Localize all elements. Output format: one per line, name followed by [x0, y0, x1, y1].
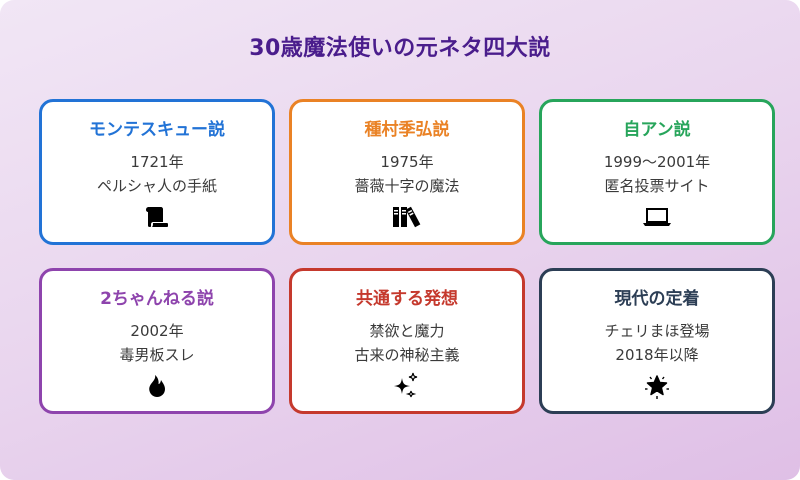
- card-description: 薔薇十字の魔法: [354, 177, 460, 195]
- card-description: 古来の神秘主義: [354, 346, 460, 364]
- card-year: 禁欲と魔力: [369, 322, 445, 340]
- card-year: 1721年: [130, 153, 184, 171]
- sparkles-icon: [292, 372, 522, 398]
- card-description: 毒男板スレ: [119, 346, 195, 364]
- card-body: 1999〜2001年 匿名投票サイト: [542, 150, 772, 198]
- card-body: チェリまほ登場 2018年以降: [542, 319, 772, 367]
- card-year: 1975年: [380, 153, 434, 171]
- card-description: 匿名投票サイト: [604, 177, 710, 195]
- page-title: 30歳魔法使いの元ネタ四大説: [249, 36, 551, 61]
- card-description: 2018年以降: [615, 346, 699, 364]
- card-heading: 2ちゃんねる説: [100, 289, 214, 309]
- card-montesquieu: モンテスキュー説 1721年 ペルシャ人の手紙: [39, 99, 275, 245]
- card-heading: モンテスキュー説: [89, 120, 225, 140]
- card-modern: 現代の定着 チェリまほ登場 2018年以降: [539, 268, 775, 414]
- card-year: チェリまほ登場: [604, 322, 710, 340]
- card-year: 1999〜2001年: [603, 153, 711, 171]
- fire-icon: [42, 375, 272, 397]
- card-year: 2002年: [130, 322, 184, 340]
- card-description: ペルシャ人の手紙: [96, 177, 217, 195]
- card-heading: 現代の定着: [614, 289, 700, 309]
- card-body: 1721年 ペルシャ人の手紙: [42, 150, 272, 198]
- card-heading: 共通する発想: [356, 289, 458, 309]
- card-body: 1975年 薔薇十字の魔法: [292, 150, 522, 198]
- books-icon: [292, 206, 522, 228]
- card-body: 禁欲と魔力 古来の神秘主義: [292, 319, 522, 367]
- scroll-icon: [42, 206, 272, 228]
- card-jian: 自アン説 1999〜2001年 匿名投票サイト: [539, 99, 775, 245]
- card-heading: 自アン説: [623, 120, 691, 140]
- card-tanemura: 種村季弘説 1975年 薔薇十字の魔法: [289, 99, 525, 245]
- laptop-icon: [542, 206, 772, 228]
- card-2channel: 2ちゃんねる説 2002年 毒男板スレ: [39, 268, 275, 414]
- card-heading: 種村季弘説: [364, 120, 450, 140]
- card-common-idea: 共通する発想 禁欲と魔力 古来の神秘主義: [289, 268, 525, 414]
- glowing-star-icon: [542, 375, 772, 399]
- card-body: 2002年 毒男板スレ: [42, 319, 272, 367]
